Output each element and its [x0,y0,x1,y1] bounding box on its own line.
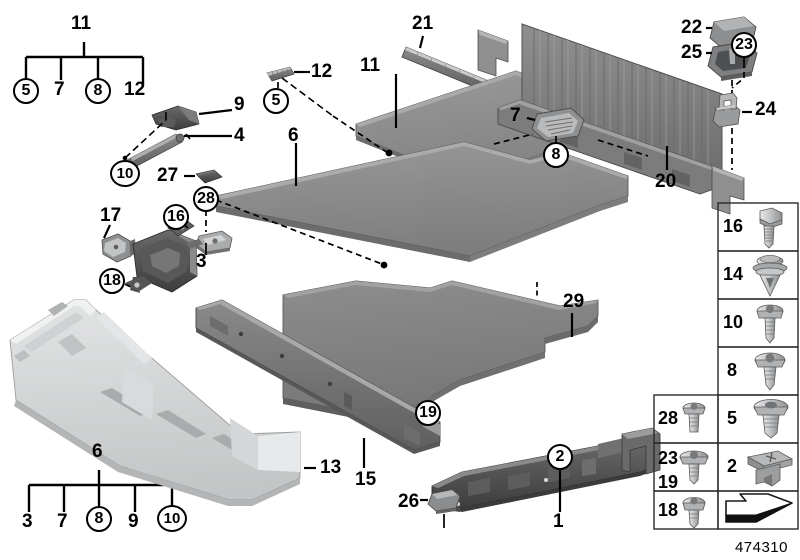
square-clip-icon [746,450,794,487]
latch-assembly [125,219,203,293]
torx-washer-screw-icon [679,450,709,485]
callout-11: 11 [360,55,381,76]
torx-button-screw-icon [682,402,706,433]
callout-circle-5-center[interactable]: 5 [263,88,289,114]
expanding-rivet-icon [752,255,788,297]
callout-7-right: 7 [510,105,521,126]
torx-pan-screw-icon [756,304,784,344]
callout-3-bracket: 3 [22,511,33,532]
legend-label-14: 14 [723,264,744,284]
torx-flange-screw-icon [753,399,789,439]
bracket-parent-11: 11 [71,13,92,34]
bracket-lines-bottom [27,470,174,512]
callout-12: 12 [124,79,146,100]
torx-round-screw-icon [754,352,786,391]
callout-1: 1 [553,511,564,532]
callout-circle-5[interactable]: 5 [13,78,39,104]
legend-label-10: 10 [723,312,744,332]
callout-circle-8[interactable]: 8 [85,78,111,104]
leader-10 [124,119,167,159]
callout-circle-10[interactable]: 10 [110,160,140,187]
direction-arrow-icon [725,493,793,523]
part-6-floor-panel [215,141,629,262]
part-12-clip [266,66,295,82]
callout-13: 13 [320,457,342,478]
legend-label-8: 8 [727,360,738,380]
callout-9: 9 [234,94,245,115]
bracket-lines-top [24,42,145,85]
callout-21: 21 [412,13,434,34]
legend-label-5: 5 [727,408,738,428]
torx-pan-small-screw-icon [682,497,706,529]
callout-25: 25 [681,42,703,63]
hex-head-screw-icon [759,207,783,249]
diagram-part-number: 474310 [734,539,788,556]
callout-circle-8-bracket[interactable]: 8 [86,506,112,532]
callout-26: 26 [398,491,420,512]
legend-grid [653,202,799,530]
callout-7: 7 [54,79,65,100]
part-24-hook [712,92,741,128]
legend-label-23: 23 [658,448,679,468]
legend-label-19: 19 [658,472,679,492]
callout-7-bracket: 7 [57,511,68,532]
part-27-pad [195,169,223,184]
legend-label-2: 2 [727,456,738,476]
callout-circle-2[interactable]: 2 [547,444,573,470]
bracket-parent-6: 6 [92,441,103,462]
callout-circle-10-bracket[interactable]: 10 [157,505,187,532]
legend-label-18: 18 [658,500,679,520]
callout-24: 24 [755,99,777,120]
callout-circle-28[interactable]: 28 [193,186,219,212]
callout-27: 27 [157,165,179,186]
callout-circle-23[interactable]: 23 [731,32,757,58]
callout-9-bracket: 9 [128,511,139,532]
callout-15: 15 [355,469,377,490]
callout-circle-19[interactable]: 19 [415,400,441,426]
callout-12-center: 12 [311,61,333,82]
trim-panel-left [9,299,301,506]
callout-6: 6 [288,125,299,146]
callout-4: 4 [234,125,245,146]
legend-label-16: 16 [723,216,744,236]
legend-label-28: 28 [658,408,679,428]
callout-17: 17 [100,205,122,226]
part-9-lever [151,105,200,131]
callout-22: 22 [681,17,703,38]
part-7-oval-cover [531,107,585,142]
callout-3: 3 [196,251,207,272]
callout-circle-8-right[interactable]: 8 [543,142,569,168]
callout-circle-18[interactable]: 18 [99,268,125,294]
part-26-clip [427,489,461,514]
callout-29: 29 [563,291,585,312]
callout-20: 20 [655,171,677,192]
callout-circle-16[interactable]: 16 [163,204,189,230]
part-28-plate [195,230,233,255]
